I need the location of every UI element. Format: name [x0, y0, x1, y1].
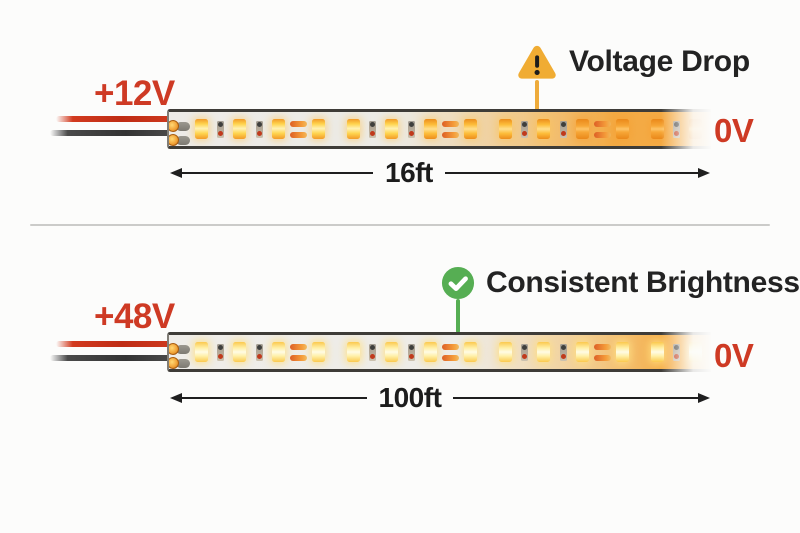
warning-pointer-line — [535, 80, 539, 111]
led-strip-components — [169, 112, 711, 146]
led-chip — [464, 342, 477, 362]
length-label: 16ft — [385, 157, 433, 188]
consistent-brightness-callout: Consistent Brightness — [441, 266, 800, 300]
solder-via-pads — [594, 343, 611, 361]
led-chip — [576, 342, 589, 362]
led-chip — [312, 119, 325, 139]
arrowhead-right-icon — [698, 168, 710, 178]
led-chip — [347, 342, 360, 362]
resistor-chip — [256, 120, 263, 138]
solder-via-pads — [290, 343, 307, 361]
arrowhead-right-icon — [698, 393, 710, 403]
led-chip — [499, 119, 512, 139]
led-chip — [195, 342, 208, 362]
led-chip — [576, 119, 589, 139]
led-chip — [385, 342, 398, 362]
section-divider — [30, 224, 770, 226]
solder-via-pads — [442, 120, 459, 138]
check-pointer-line — [456, 299, 460, 333]
resistor-chip — [408, 343, 415, 361]
solder-via-pads — [290, 120, 307, 138]
resistor-chip — [369, 120, 376, 138]
led-strip-components — [169, 335, 711, 369]
led-chip — [651, 342, 664, 362]
output-voltage-label-bottom: 0V — [714, 337, 754, 374]
resistor-chip — [408, 120, 415, 138]
strip-fade — [661, 106, 713, 152]
led-chip — [616, 342, 629, 362]
input-voltage-label-48v: +48V — [94, 297, 175, 336]
led-chip — [272, 342, 285, 362]
solder-via-pads — [442, 343, 459, 361]
negative-wire — [50, 355, 176, 361]
led-strip-pcb — [167, 109, 711, 149]
resistor-chip — [369, 343, 376, 361]
solder-via-pads — [594, 120, 611, 138]
length-dimension-16ft: 16ft — [170, 159, 710, 187]
voltage-drop-callout: Voltage Drop — [516, 43, 750, 81]
resistor-chip — [256, 343, 263, 361]
voltage-drop-label: Voltage Drop — [569, 45, 750, 78]
led-strip-pcb — [167, 332, 711, 372]
led-chip — [233, 119, 246, 139]
arrowhead-left-icon — [170, 393, 182, 403]
led-chip — [195, 119, 208, 139]
warning-triangle-icon — [516, 43, 558, 81]
led-strip-12v — [167, 106, 713, 152]
led-chip — [233, 342, 246, 362]
length-label: 100ft — [378, 382, 442, 413]
led-strip-48v — [167, 329, 713, 375]
led-chip — [537, 342, 550, 362]
led-chip — [651, 119, 664, 139]
resistor-chip — [217, 120, 224, 138]
led-chip — [616, 119, 629, 139]
length-dimension-100ft: 100ft — [170, 384, 710, 412]
led-chip — [312, 342, 325, 362]
resistor-chip — [560, 120, 567, 138]
strip-fade — [661, 329, 713, 375]
led-chip — [499, 342, 512, 362]
led-chip — [385, 119, 398, 139]
led-chip — [424, 342, 437, 362]
positive-wire — [56, 116, 176, 122]
led-chip — [537, 119, 550, 139]
led-chip — [347, 119, 360, 139]
led-chip — [272, 119, 285, 139]
resistor-chip — [560, 343, 567, 361]
check-circle-icon — [441, 266, 475, 300]
output-voltage-label-top: 0V — [714, 112, 754, 149]
led-chip — [464, 119, 477, 139]
negative-wire — [50, 130, 176, 136]
input-voltage-label-12v: +12V — [94, 74, 175, 113]
resistor-chip — [521, 343, 528, 361]
resistor-chip — [217, 343, 224, 361]
resistor-chip — [521, 120, 528, 138]
consistent-brightness-label: Consistent Brightness — [486, 266, 800, 299]
led-chip — [424, 119, 437, 139]
positive-wire — [56, 341, 176, 347]
arrowhead-left-icon — [170, 168, 182, 178]
